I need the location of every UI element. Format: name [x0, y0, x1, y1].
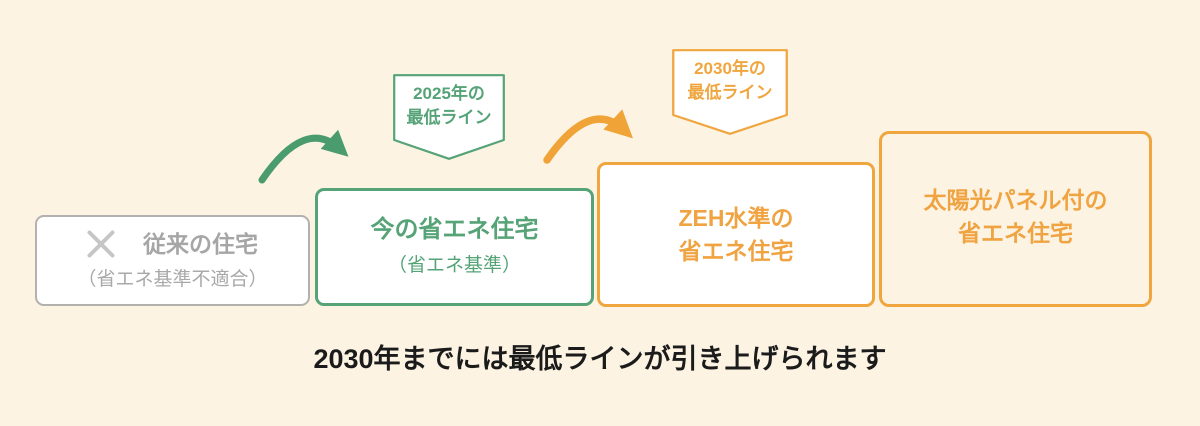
caption-text: 2030年までには最低ラインが引き上げられます: [313, 344, 887, 374]
badge-label-line1: 2030年の: [694, 59, 766, 78]
box-current-energy-saving-housing: 今の省エネ住宅 （省エネ基準）: [315, 188, 594, 306]
pennant-shape-icon: [672, 49, 788, 135]
box-title-line1: 太陽光パネル付の: [923, 186, 1108, 213]
green-curved-arrow-icon: [258, 129, 349, 184]
box-title-line2: 省エネ住宅: [958, 219, 1073, 246]
badge-2025-minimum-line: 2025年の 最低ライン: [393, 74, 505, 160]
box-title-line1: ZEH水準の: [678, 204, 794, 231]
box-zeh-level-housing: ZEH水準の 省エネ住宅: [597, 162, 875, 307]
box-title-line2: 省エネ住宅: [678, 237, 794, 264]
badge-label-line2: 最低ライン: [406, 108, 492, 127]
box-subtitle: （省エネ基準不適合）: [77, 268, 268, 290]
box-solar-panel-housing: 太陽光パネル付の 省エネ住宅: [879, 131, 1152, 307]
badge-label-line2: 最低ライン: [687, 83, 773, 102]
badge-label: 2025年の 最低ライン: [393, 74, 505, 130]
badge-label-line1: 2025年の: [413, 84, 485, 103]
x-mark-icon: [87, 230, 115, 257]
box-subtitle: （省エネ基準）: [387, 255, 521, 276]
box-title: 今の省エネ住宅: [370, 216, 539, 243]
box-conventional-housing: 従来の住宅 （省エネ基準不適合）: [35, 215, 310, 306]
badge-2030-minimum-line: 2030年の 最低ライン: [672, 49, 788, 135]
box-title-row: 従来の住宅: [87, 229, 258, 259]
badge-label: 2030年の 最低ライン: [672, 49, 788, 105]
pennant-shape-icon: [393, 74, 505, 160]
box-title: 従来の住宅: [143, 230, 258, 257]
orange-curved-arrow-icon: [543, 109, 633, 164]
